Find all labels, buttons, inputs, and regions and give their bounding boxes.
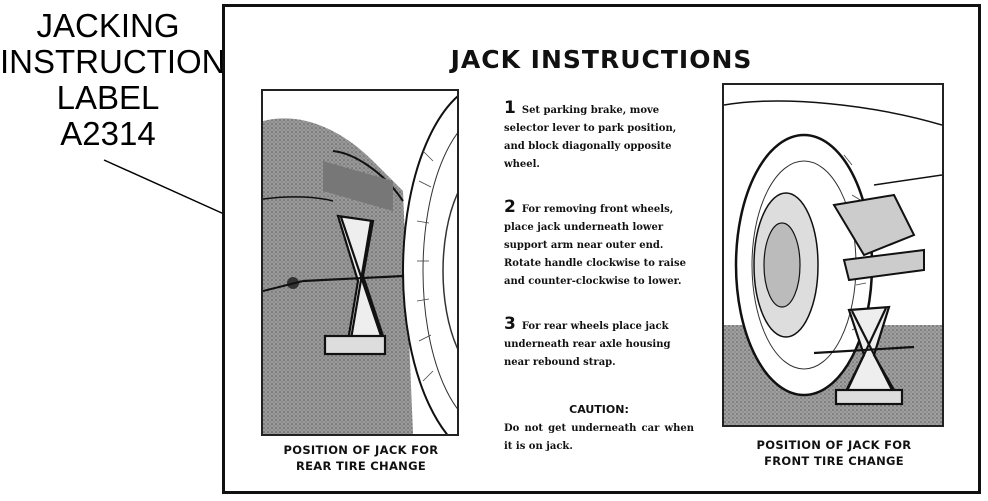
label-title: JACK INSTRUCTIONS: [450, 45, 753, 74]
step-3-number: 3: [504, 314, 516, 334]
rear-caption-line-1: POSITION OF JACK FOR: [283, 443, 439, 457]
step-2-text: For removing front wheels, place jack un…: [504, 204, 686, 287]
step-3-text: For rear wheels place jack underneath re…: [504, 321, 671, 368]
part-callout: JACKING INSTRUCTION LABEL A2314: [0, 7, 226, 152]
rear-jack-illustration: [261, 89, 459, 436]
callout-line-2: INSTRUCTION: [0, 43, 226, 80]
step-1-number: 1: [504, 98, 516, 118]
front-jack-illustration: [722, 83, 944, 427]
callout-line-3: LABEL: [56, 79, 160, 116]
front-caption-line-2: FRONT TIRE CHANGE: [764, 454, 904, 468]
step-2-number: 2: [504, 197, 516, 217]
caution-block: CAUTION: Do not get underneath car when …: [504, 403, 694, 456]
caution-heading: CAUTION:: [569, 403, 629, 416]
front-caption-line-1: POSITION OF JACK FOR: [756, 438, 912, 452]
callout-line-1: JACKING: [36, 7, 180, 44]
rear-caption: POSITION OF JACK FOR REAR TIRE CHANGE: [255, 442, 467, 474]
step-1-text: Set parking brake, move selector lever t…: [504, 105, 677, 170]
rear-caption-line-2: REAR TIRE CHANGE: [296, 459, 426, 473]
caution-text: Do not get underneath car when it is on …: [504, 423, 694, 452]
callout-line-4: A2314: [60, 115, 156, 152]
jack-instruction-label: JACK INSTRUCTIONS: [222, 4, 981, 494]
front-caption: POSITION OF JACK FOR FRONT TIRE CHANGE: [718, 437, 950, 469]
